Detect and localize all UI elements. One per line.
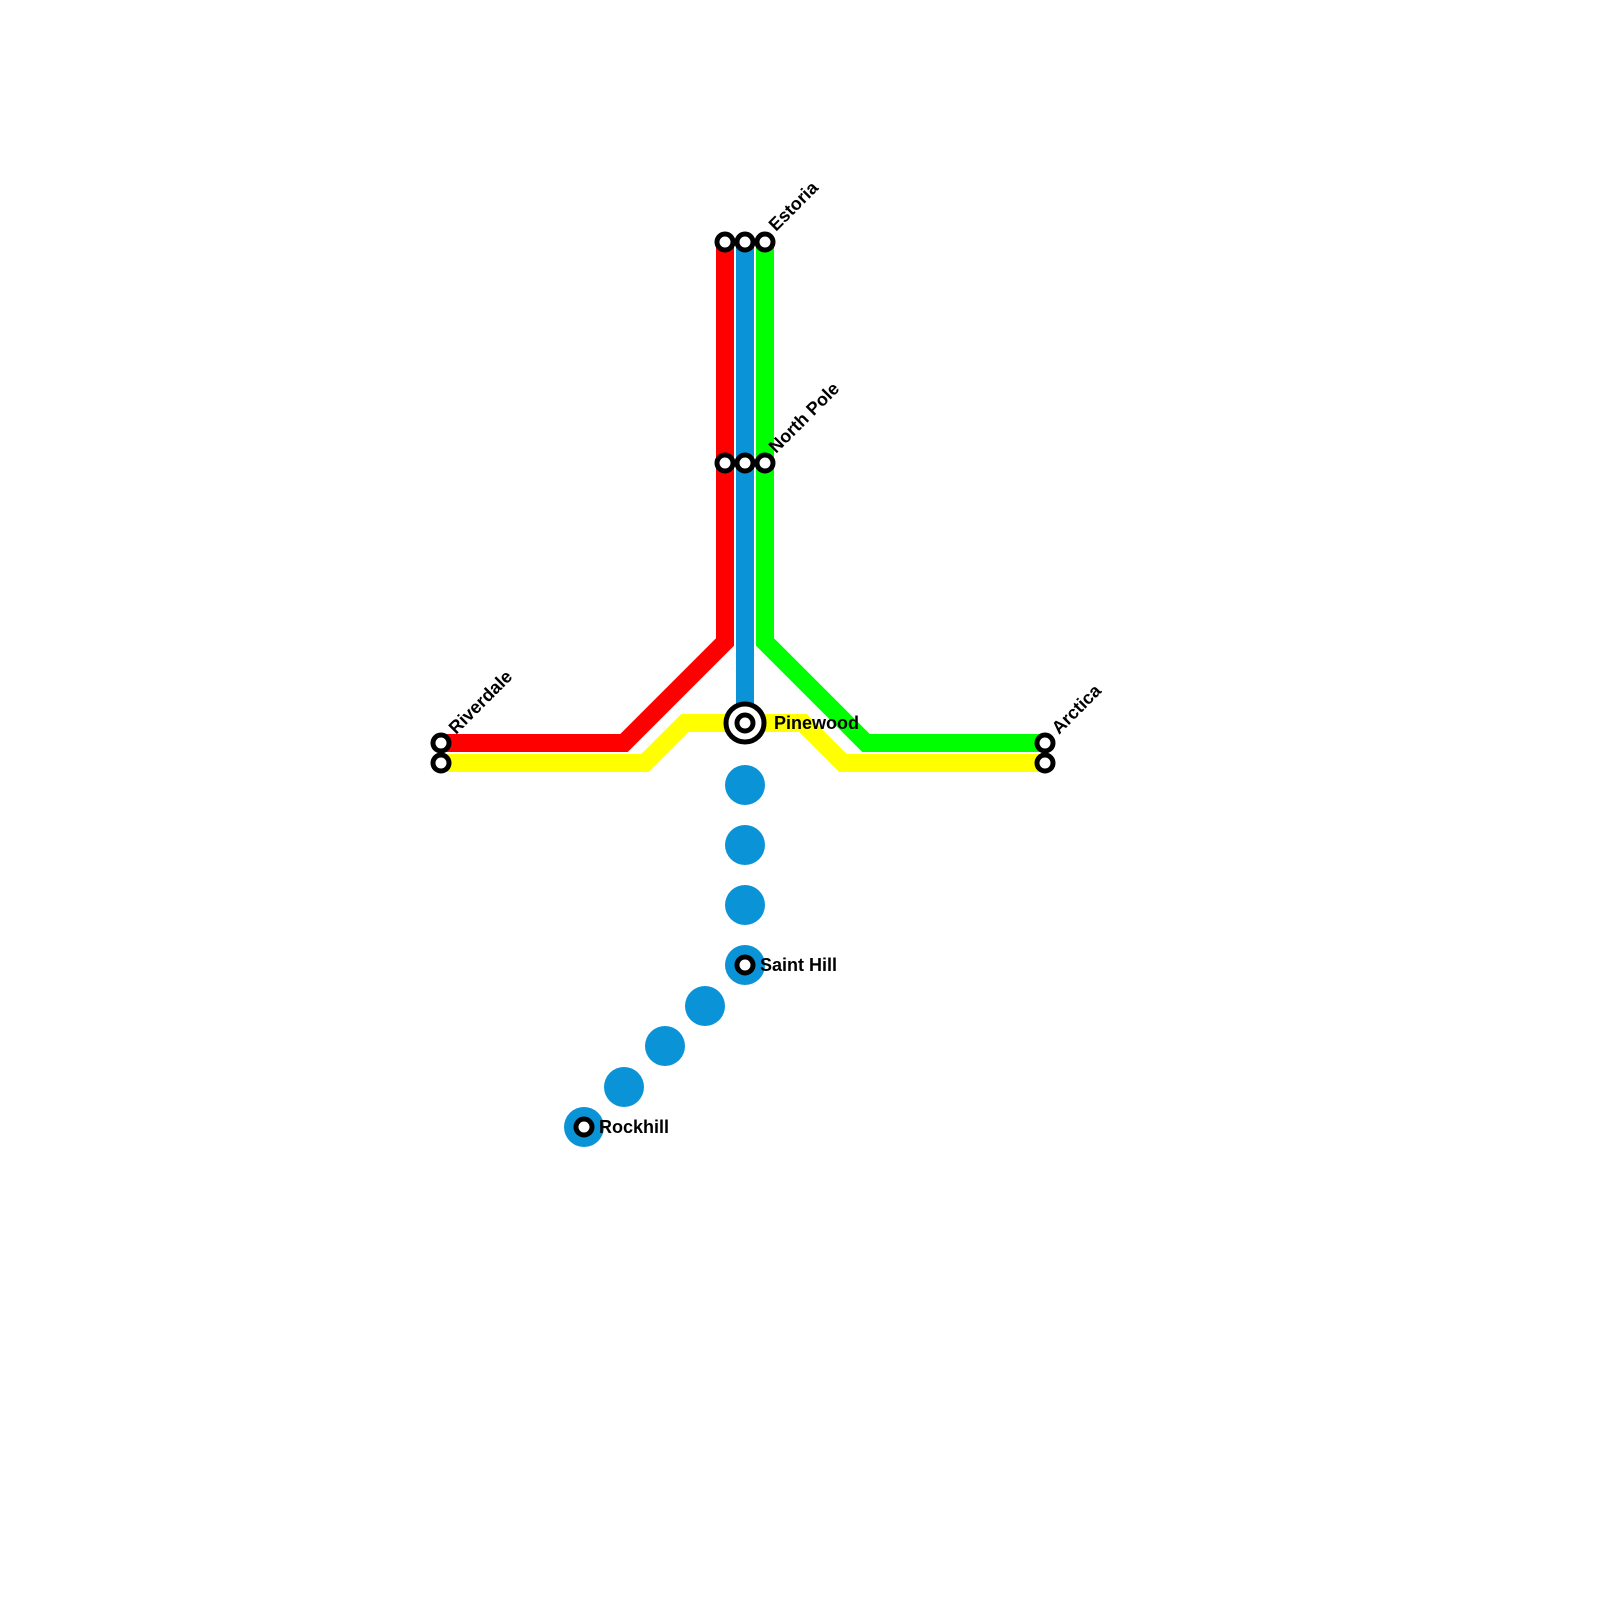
red-line (441, 242, 734, 752)
station-label-estoria: Estoria (765, 177, 823, 235)
station-arctica[interactable]: Arctica (1034, 680, 1106, 774)
blue-line-dotted (564, 765, 765, 1147)
station-marker (754, 231, 776, 253)
station-pinewood[interactable]: Pinewood (723, 701, 859, 745)
station-label-saint-hill: Saint Hill (760, 955, 837, 975)
station-marker (754, 452, 776, 474)
station-saint-hill[interactable]: Saint Hill (734, 954, 837, 976)
station-marker (734, 231, 756, 253)
station-label-arctica: Arctica (1048, 680, 1106, 738)
station-rockhill[interactable]: Rockhill (573, 1116, 669, 1138)
station-marker (1034, 752, 1056, 774)
station-marker (714, 231, 736, 253)
station-estoria[interactable]: Estoria (714, 177, 823, 253)
blue-line-dot (725, 885, 765, 925)
station-label-rockhill: Rockhill (599, 1117, 669, 1137)
blue-line-dot (685, 986, 725, 1026)
station-label-riverdale: Riverdale (445, 666, 516, 737)
blue-line-dot (645, 1026, 685, 1066)
station-marker (1034, 732, 1056, 754)
station-north-pole[interactable]: North Pole (714, 378, 843, 474)
station-marker (734, 712, 756, 734)
blue-line-dot (725, 765, 765, 805)
station-marker (734, 452, 756, 474)
station-label-pinewood: Pinewood (774, 713, 859, 733)
blue-line-dot (725, 825, 765, 865)
station-marker (430, 732, 452, 754)
station-marker (430, 752, 452, 774)
station-marker (573, 1116, 595, 1138)
station-label-north-pole: North Pole (765, 378, 843, 456)
green-line (756, 242, 1045, 752)
station-marker (714, 452, 736, 474)
station-marker (734, 954, 756, 976)
blue-line-dot (604, 1067, 644, 1107)
